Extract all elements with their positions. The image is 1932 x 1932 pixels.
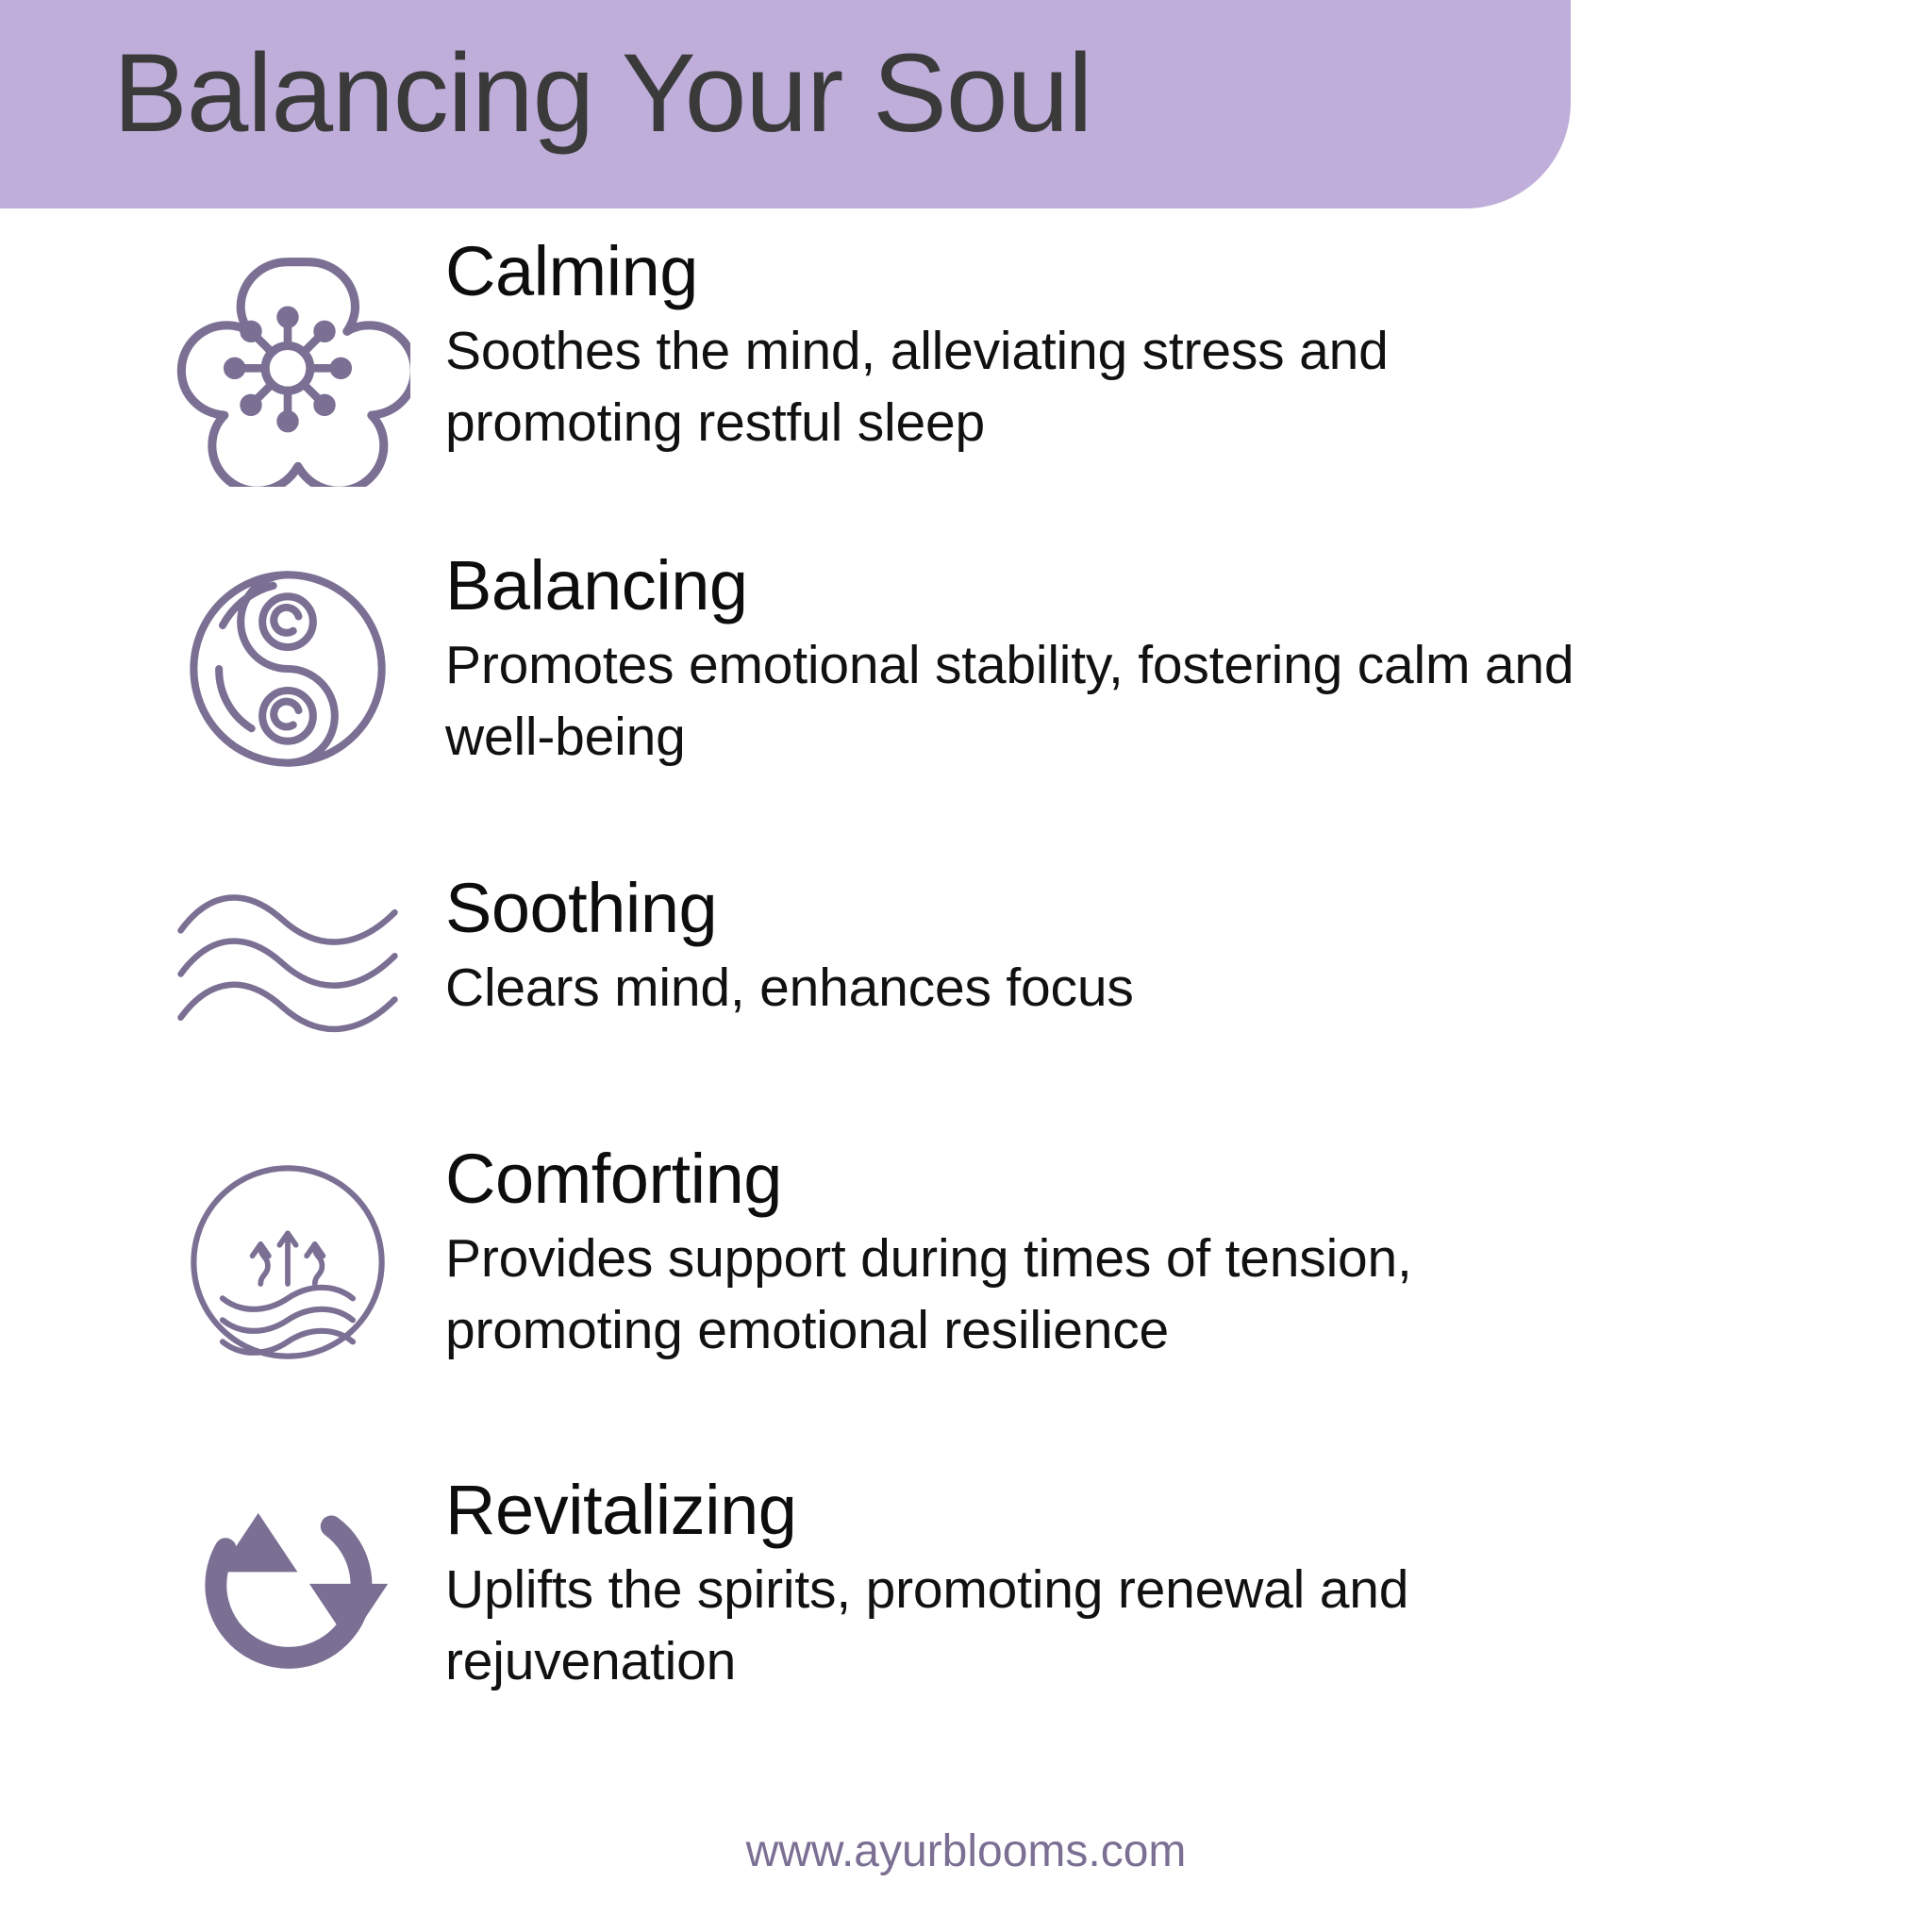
feature-title: Revitalizing bbox=[445, 1471, 797, 1549]
feature-text: Calming Soothes the mind, alleviating st… bbox=[425, 232, 1615, 459]
list-item: Balancing Promotes emotional stability, … bbox=[0, 546, 1615, 791]
feature-text: Balancing Promotes emotional stability, … bbox=[425, 546, 1615, 774]
list-item: Revitalizing Uplifts the spirits, promot… bbox=[0, 1463, 1615, 1708]
feature-title: Soothing bbox=[445, 869, 718, 947]
website-url[interactable]: www.ayurblooms.com bbox=[745, 1826, 1187, 1876]
feature-text: Comforting Provides support during times… bbox=[425, 1140, 1615, 1367]
feature-description: Clears mind, enhances focus bbox=[445, 957, 1134, 1018]
header-banner: Balancing Your Soul bbox=[0, 0, 1571, 208]
feature-text: Soothing Clears mind, enhances focus bbox=[425, 869, 1134, 1024]
steam-waves-circle-icon bbox=[151, 1140, 425, 1385]
list-item: Comforting Provides support during times… bbox=[0, 1140, 1615, 1385]
feature-title: Balancing bbox=[445, 546, 748, 625]
flower-icon bbox=[151, 232, 425, 496]
page-title: Balancing Your Soul bbox=[113, 31, 1092, 156]
yin-yang-icon bbox=[151, 546, 425, 791]
feature-description: Soothes the mind, alleviating stress and… bbox=[445, 320, 1389, 454]
feature-description: Promotes emotional stability, fostering … bbox=[445, 634, 1574, 768]
refresh-cycle-icon bbox=[151, 1463, 425, 1708]
feature-title: Calming bbox=[445, 232, 698, 310]
feature-description: Uplifts the spirits, promoting renewal a… bbox=[445, 1558, 1409, 1692]
list-item: Soothing Clears mind, enhances focus bbox=[0, 869, 1134, 1058]
footer: www.ayurblooms.com bbox=[0, 1825, 1932, 1877]
feature-description: Provides support during times of tension… bbox=[445, 1227, 1412, 1361]
feature-title: Comforting bbox=[445, 1140, 782, 1218]
feature-text: Revitalizing Uplifts the spirits, promot… bbox=[425, 1463, 1615, 1698]
waves-icon bbox=[151, 869, 425, 1058]
list-item: Calming Soothes the mind, alleviating st… bbox=[0, 232, 1615, 496]
